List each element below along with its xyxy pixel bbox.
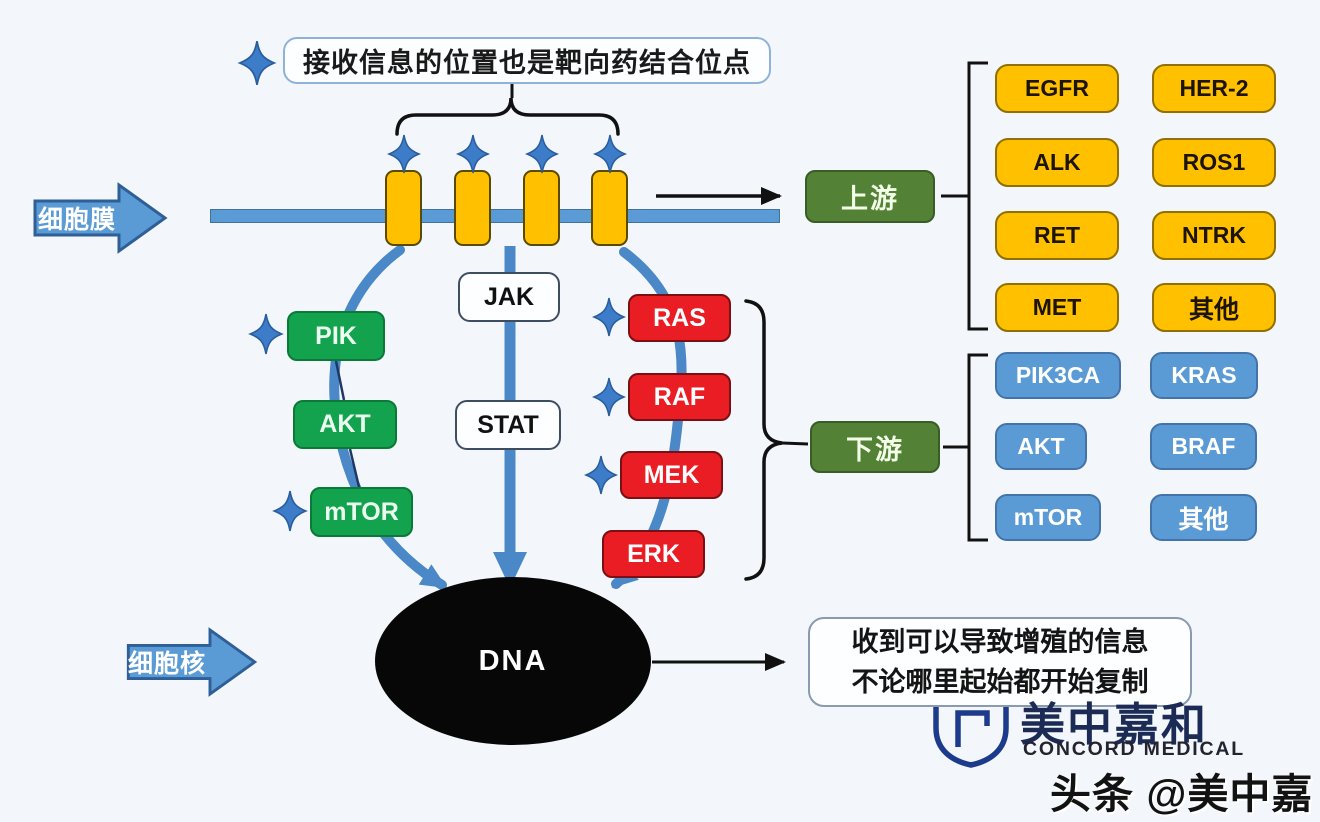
cell-membrane-arrow: 细胞膜: [33, 182, 168, 254]
mtor-sparkle-icon: [272, 490, 308, 537]
logo-name: 美中嘉和: [1020, 699, 1209, 750]
ras-sparkle-icon: [591, 297, 627, 342]
gene-kras: KRAS: [1150, 352, 1258, 399]
gene-alk: ALK: [995, 138, 1119, 187]
gene-other-downstream: 其他: [1150, 494, 1257, 541]
upstream-box: 上游: [805, 170, 935, 223]
pik-pathway-curve: [329, 245, 448, 590]
pathway-akt: AKT: [293, 400, 397, 449]
gene-mtor-downstream: mTOR: [995, 494, 1101, 541]
pik-akt-connector: [334, 360, 346, 401]
watermark-text: 头条 @美中嘉和: [1050, 771, 1314, 817]
proliferation-note: 收到可以导致增殖的信息 不论哪里起始都开始复制: [808, 617, 1192, 707]
gene-egfr: EGFR: [995, 64, 1119, 113]
downstream-box: 下游: [810, 421, 940, 473]
logo-subtitle: CONCORD MEDICAL: [1023, 738, 1245, 760]
proliferation-note-line1: 收到可以导致增殖的信息: [851, 626, 1149, 657]
gene-ros1: ROS1: [1152, 138, 1276, 187]
pathway-ras: RAS: [628, 294, 731, 342]
pathway-erk: ERK: [602, 530, 705, 578]
raf-sparkle-icon: [591, 377, 627, 422]
pathway-stat: STAT: [455, 400, 561, 450]
ras-column-brace: [744, 299, 783, 581]
gene-ntrk: NTRK: [1152, 211, 1276, 260]
proliferation-note-line2: 不论哪里起始都开始复制: [851, 667, 1149, 697]
downstream-genes-bracket: [967, 353, 988, 542]
receptor-1: [385, 170, 422, 246]
pathway-raf: RAF: [628, 373, 731, 421]
pathway-mtor: mTOR: [310, 487, 413, 537]
cell-nucleus-arrow: 细胞核: [123, 627, 261, 697]
pik-sparkle-icon: [248, 313, 284, 360]
receptor-4: [591, 170, 628, 246]
dna-ellipse: [375, 577, 651, 745]
jak-pathway-arrowhead: [493, 552, 527, 588]
receptor-4-sparkle-icon: [592, 134, 628, 179]
pathway-mek: MEK: [620, 451, 723, 499]
shield-icon: [933, 688, 1009, 768]
binding-site-callout: 接收信息的位置也是靶向药结合位点: [283, 37, 771, 84]
gene-met: MET: [995, 283, 1119, 332]
gene-other-upstream: 其他: [1152, 283, 1276, 332]
cell-membrane-label: 细胞膜: [37, 206, 116, 234]
gene-braf: BRAF: [1150, 423, 1257, 470]
pathway-pik: PIK: [287, 311, 385, 361]
dna-label: DNA: [478, 644, 548, 677]
receptor-3: [523, 170, 560, 246]
right-arrow-shape: [33, 182, 168, 254]
akt-mtor-connector: [348, 448, 361, 488]
receptor-2: [454, 170, 491, 246]
right-arrow-shape: [126, 627, 258, 697]
gene-pik3ca: PIK3CA: [995, 352, 1121, 399]
gene-akt-downstream: AKT: [995, 423, 1087, 470]
gene-ret: RET: [995, 211, 1119, 260]
brace-to-downstream-connector: [781, 441, 809, 446]
membrane-line: [210, 209, 780, 223]
mek-sparkle-icon: [583, 455, 619, 500]
receptor-2-sparkle-icon: [455, 134, 491, 179]
pathway-jak: JAK: [458, 272, 560, 322]
gene-her2: HER-2: [1152, 64, 1276, 113]
receptor-1-sparkle-icon: [386, 134, 422, 179]
receptor-brace: [395, 97, 620, 136]
callout-sparkle-icon: [236, 40, 278, 91]
cell-nucleus-label: 细胞核: [127, 650, 206, 678]
receptor-3-sparkle-icon: [524, 134, 560, 179]
upstream-genes-bracket: [967, 61, 988, 331]
